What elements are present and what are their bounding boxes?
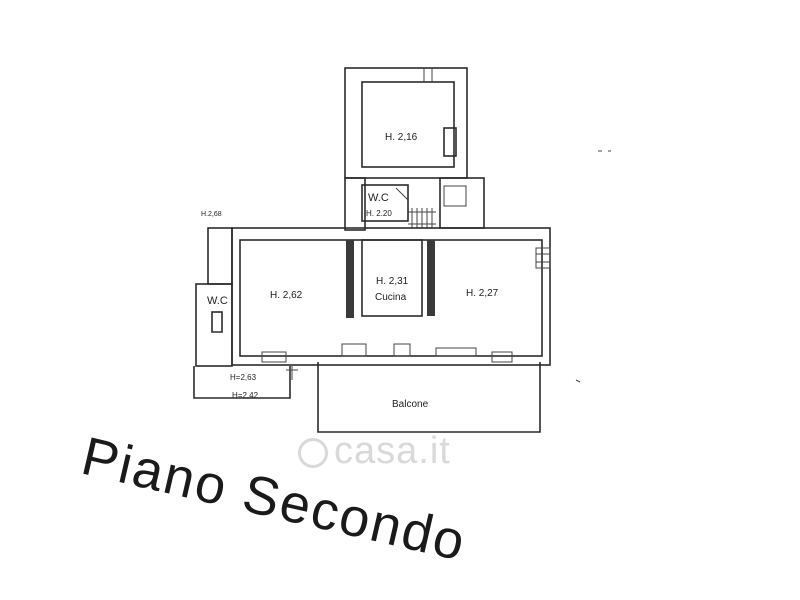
label-ext-mid: H=2,63 [230, 373, 257, 382]
balcony [317, 362, 541, 433]
label-wc-left: W.C [207, 295, 228, 307]
label-cucina-height: H. 2,31 [376, 276, 409, 287]
label-right-room: H. 2,27 [466, 288, 499, 299]
label-wc-top: W.C [368, 192, 389, 204]
label-cucina: Cucina [375, 292, 407, 303]
left-extension [193, 227, 298, 399]
label-ext-top: H.2,68 [201, 211, 222, 218]
label-balcone: Balcone [392, 399, 429, 410]
label-ext-bottom: H=2,42 [232, 391, 259, 400]
wc-top [361, 184, 409, 222]
label-left-room: H. 2,62 [270, 290, 303, 301]
stair-area [344, 177, 485, 231]
label-wc-top-height: H. 2.20 [366, 209, 392, 218]
main-floor-walls [231, 227, 551, 366]
label-upper-room: H. 2,16 [385, 132, 418, 143]
upper-wing-walls [344, 67, 468, 179]
stray-marks [575, 150, 611, 383]
